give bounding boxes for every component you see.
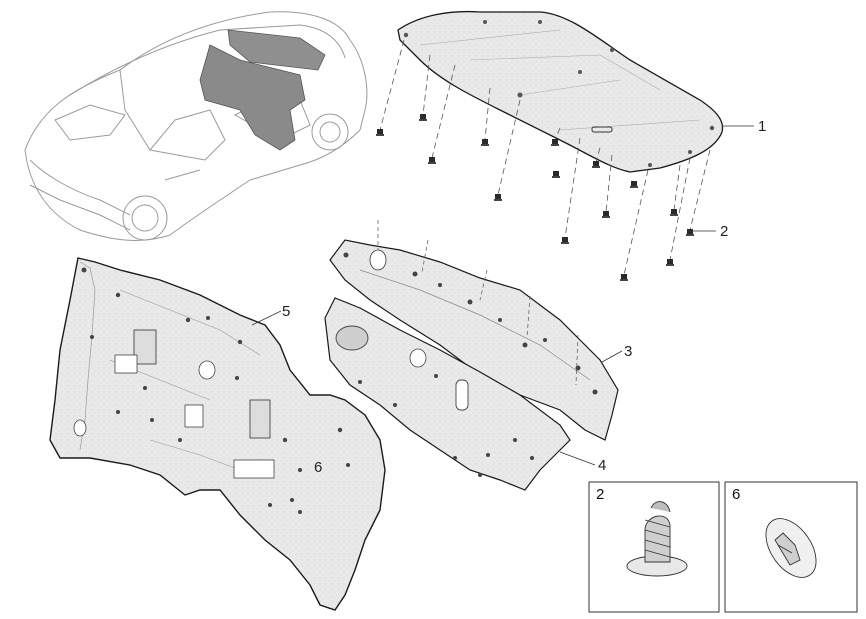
clip-fastener-icon bbox=[626, 501, 688, 577]
part-5-dash-panel-insulator bbox=[49, 257, 386, 611]
part-3-dash-insulator bbox=[329, 220, 619, 441]
vehicle-illustration bbox=[24, 11, 368, 241]
callout-4: 4 bbox=[598, 457, 606, 474]
inset-clip-detail: 2 bbox=[588, 481, 720, 613]
vehicle-highlight-parts bbox=[199, 29, 326, 151]
leader-line-5 bbox=[251, 310, 282, 326]
callout-5: 5 bbox=[282, 303, 290, 320]
part-1-fasteners bbox=[379, 39, 711, 276]
callout-2: 2 bbox=[720, 223, 728, 240]
callout-1: 1 bbox=[758, 118, 766, 135]
callout-labels: 1 2 3 4 5 6 bbox=[282, 118, 766, 476]
leader-line-4 bbox=[559, 451, 596, 466]
grommet-plug-icon bbox=[765, 518, 817, 578]
leader-lines bbox=[251, 125, 754, 466]
callout-3: 3 bbox=[624, 343, 632, 360]
part-1-upper-insulator bbox=[397, 10, 724, 173]
inset-plug-label: 6 bbox=[732, 486, 740, 503]
inset-plug-detail: 6 bbox=[724, 481, 858, 613]
callout-6: 6 bbox=[314, 459, 322, 476]
leader-line-3 bbox=[601, 350, 623, 363]
part-4-lower-insulator bbox=[324, 297, 571, 491]
inset-clip-label: 2 bbox=[596, 486, 604, 503]
